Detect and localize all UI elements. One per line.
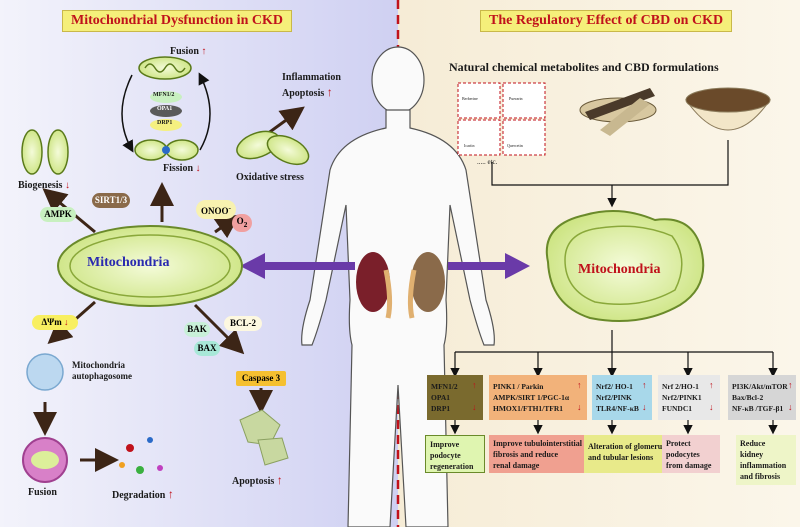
autophagosome-icon xyxy=(26,353,64,391)
mitochondria-right-label: Mitochondria xyxy=(578,262,661,277)
fission-label: Fission ↓ xyxy=(163,163,201,174)
herb-bowl-icon xyxy=(685,87,771,131)
sirt-pill: SIRT1/3 xyxy=(92,193,130,208)
autophagosome-label-1: Mitochondria xyxy=(72,360,125,370)
herb-slices-icon xyxy=(579,88,657,136)
mfn-label: MFN1/2 xyxy=(153,92,175,98)
red-arrow-indicator: ↑ xyxy=(472,380,477,390)
red-arrow-indicator: ↓ xyxy=(472,402,477,412)
fusion-mitochondria-icon xyxy=(138,56,192,80)
compound-quercetin: Quercetin xyxy=(507,143,523,148)
ampk-pill: AMPK xyxy=(40,207,76,222)
mitochondria-left-label: Mitochondria xyxy=(87,255,170,270)
fusion-bottom-label: Fusion xyxy=(28,487,57,498)
fission-mitochondria-icon xyxy=(134,139,199,161)
mfn-oval xyxy=(150,91,182,103)
purple-arrow-right xyxy=(448,253,530,279)
compound-puerarin: Puerarin xyxy=(509,96,523,101)
red-arrow-indicator: ↓ xyxy=(642,402,647,412)
drp1-label: DRP1 xyxy=(157,120,173,126)
mitochondria-left-shape xyxy=(57,225,243,307)
right-subtitle: Natural chemical metabolites and CBD for… xyxy=(449,60,719,74)
biogenesis-mitochondria-icon xyxy=(21,129,69,175)
apoptotic-body-icon xyxy=(239,409,289,466)
red-arrow-indicator: ↑ xyxy=(709,380,714,390)
red-arrow-indicator: ↓ xyxy=(577,402,582,412)
bax-pill: BAX xyxy=(194,341,220,356)
fusion-label: Fusion ↑ xyxy=(170,46,207,57)
apoptosis-top-label: Apoptosis ↑ xyxy=(282,85,333,99)
biogenesis-label: Biogenesis ↓ xyxy=(18,180,70,191)
opa1-oval xyxy=(150,105,182,117)
red-arrow-indicator: ↑ xyxy=(788,380,793,390)
connector-lines xyxy=(450,140,778,435)
red-arrow-indicator: ↓ xyxy=(788,402,793,412)
right-panel-title: The Regulatory Effect of CBD on CKD xyxy=(480,10,733,32)
red-arrow-indicator: ↑ xyxy=(577,380,582,390)
membrane-potential-pill: ΔΨm ↓ xyxy=(32,315,78,330)
bcl2-pill: BCL-2 xyxy=(224,316,262,331)
oxidative-mitochondria-icon xyxy=(236,130,310,166)
cycle-arrow xyxy=(198,72,211,151)
mitochondria-right-shape xyxy=(545,210,705,323)
compound-icariin: Icariin xyxy=(464,143,475,148)
caspase-box: Caspase 3 xyxy=(236,371,286,386)
degradation-fragments-icon xyxy=(119,437,163,474)
oxidative-stress-label: Oxidative stress xyxy=(236,172,304,183)
red-arrow-indicator: ↑ xyxy=(642,380,647,390)
compound-berberine: Berberine xyxy=(462,96,478,101)
apoptosis-bottom-label: Apoptosis ↑ xyxy=(232,473,283,487)
left-panel-title: Mitochondrial Dysfunction in CKD xyxy=(62,10,292,32)
etc-label: ..... etc. xyxy=(477,158,498,166)
compound-structures xyxy=(457,82,546,156)
opa1-label: OPA1 xyxy=(157,106,173,112)
bak-pill: BAK xyxy=(184,322,210,337)
red-arrow-indicator: ↓ xyxy=(709,402,714,412)
kidney-icon xyxy=(356,252,445,319)
purple-arrow-left xyxy=(240,253,355,279)
onoo-pill: ONOO- xyxy=(196,200,236,219)
inflammation-label: Inflammation xyxy=(282,72,341,83)
cycle-arrow xyxy=(121,74,134,153)
degradation-label: Degradation ↑ xyxy=(112,487,174,501)
lysosome-fusion-icon xyxy=(22,437,68,483)
drp1-oval xyxy=(150,119,182,131)
o2-pill: O2 xyxy=(232,214,252,232)
human-silhouette-icon xyxy=(301,46,495,527)
autophagosome-label-2: autophagosome xyxy=(72,371,133,381)
